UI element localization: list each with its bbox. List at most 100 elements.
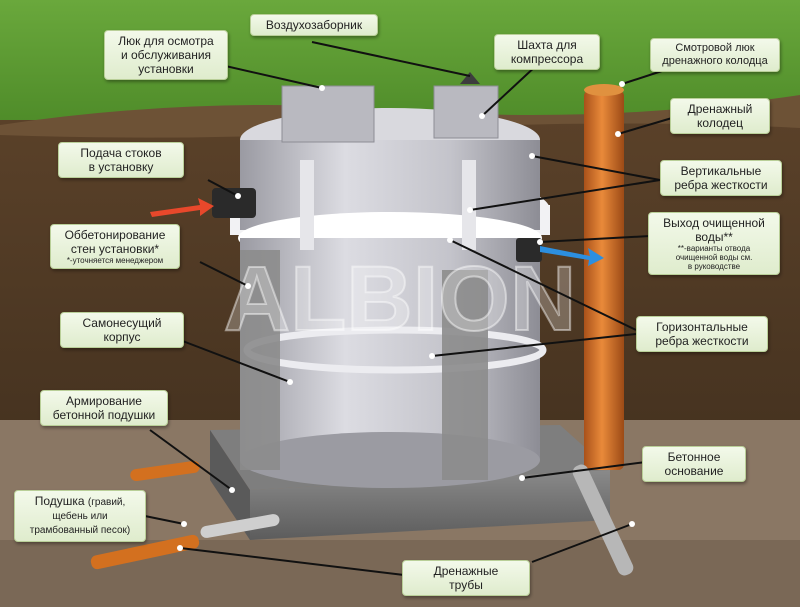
- label-drain-pipes: Дренажные трубы: [402, 560, 530, 596]
- label-concreting: Оббетонирование стен установки* *-уточня…: [50, 224, 180, 269]
- label-cushion-line1: Подушка (гравий,: [21, 494, 139, 510]
- leader-concrete-base: [521, 461, 647, 479]
- leader-outflow: [539, 235, 651, 243]
- leader-drain-hatch: [621, 69, 666, 85]
- drain-well-cap: [584, 84, 624, 96]
- drainage-pipes: [90, 460, 634, 576]
- leader-body: [179, 339, 291, 383]
- flow-arrows: [150, 198, 604, 266]
- label-vertical-ribs: Вертикальные ребра жесткости: [660, 160, 782, 196]
- label-body-line2: корпус: [103, 330, 141, 344]
- leader-concreting: [199, 261, 249, 287]
- leader-air-intake: [311, 41, 471, 77]
- dot-ribs-1: [529, 153, 535, 159]
- label-cushion-line2: щебень или: [52, 511, 108, 522]
- label-concrete-base-line1: Бетонное: [667, 450, 721, 464]
- watermark-text: ALBION: [224, 248, 577, 350]
- label-hatch: Люк для осмотра и обслуживания установки: [104, 30, 228, 80]
- leader-reinforcement: [149, 429, 233, 491]
- leader-vertical-ribs-2: [469, 179, 661, 211]
- label-drain-hatch-line1: Смотровой люк: [675, 42, 755, 54]
- label-hatch-line3: установки: [138, 62, 194, 76]
- label-cushion-line3: трамбованный песок): [29, 525, 131, 536]
- label-concreting-line1: Оббетонирование: [64, 228, 166, 242]
- leader-horizontal-ribs-2: [431, 333, 637, 357]
- label-inflow-line1: Подача стоков: [80, 146, 162, 160]
- label-air-intake: Воздухозаборник: [250, 14, 378, 36]
- vertical-rib-right: [462, 160, 476, 250]
- dot-concreting: [245, 283, 251, 289]
- drain-well: [584, 84, 624, 470]
- label-concreting-line2: стен установки*: [70, 242, 160, 256]
- label-drain-pipes-line2: трубы: [449, 578, 483, 592]
- label-drain-well-line1: Дренажный: [687, 102, 753, 116]
- leader-inflow: [207, 179, 239, 197]
- drain-well-pipe: [584, 90, 624, 470]
- label-concrete-base-line2: основание: [664, 464, 724, 478]
- label-hatch-line1: Люк для осмотра: [118, 34, 214, 48]
- label-horizontal-ribs: Горизонтальные ребра жесткости: [636, 316, 768, 352]
- leader-drain-pipes-1: [179, 547, 405, 576]
- dot-reinforcement: [229, 487, 235, 493]
- label-drain-well: Дренажный колодец: [670, 98, 770, 134]
- label-outflow-line2: воды**: [695, 230, 733, 244]
- dot-drain-hatch: [619, 81, 625, 87]
- label-outflow-note3: в руководстве: [687, 262, 741, 271]
- label-cushion: Подушка (гравий, щебень или трамбованный…: [14, 490, 146, 542]
- label-drain-hatch: Смотровой люк дренажного колодца: [650, 38, 780, 72]
- label-horizontal-ribs-line2: ребра жесткости: [655, 334, 749, 348]
- label-air-intake-line1: Воздухозаборник: [265, 18, 363, 32]
- concrete-base-front: [210, 430, 250, 540]
- dot-hribs-1: [447, 237, 453, 243]
- dot-hribs-2: [429, 353, 435, 359]
- tank-bottom: [240, 432, 540, 488]
- label-concrete-base: Бетонное основание: [642, 446, 746, 482]
- inflow-arrow-icon: [150, 198, 214, 217]
- label-outflow-note1: **-варианты отвода: [677, 244, 751, 253]
- compressor-shaft: [433, 85, 499, 139]
- leader-lines: [139, 41, 673, 576]
- dot-ribs-2: [467, 207, 473, 213]
- leader-vertical-ribs-1: [531, 155, 661, 181]
- dot-drain-1: [177, 545, 183, 551]
- drain-pipe-3: [572, 464, 634, 576]
- label-cushion-paren: (гравий,: [87, 497, 126, 508]
- label-reinforcement: Армирование бетонной подушки: [40, 390, 168, 426]
- inspection-hatch: [281, 85, 375, 143]
- label-body: Самонесущий корпус: [60, 312, 184, 348]
- concrete-wall-right: [442, 270, 488, 480]
- dot-compressor: [479, 113, 485, 119]
- label-reinforcement-line1: Армирование: [66, 394, 142, 408]
- leader-compressor: [481, 63, 539, 117]
- dot-concrete-base: [519, 475, 525, 481]
- label-compressor-line1: Шахта для: [517, 38, 577, 52]
- label-reinforcement-line2: бетонной подушки: [52, 408, 156, 422]
- label-outflow: Выход очищенной воды** **-варианты отвод…: [648, 212, 780, 275]
- drain-pipe-1: [90, 534, 200, 570]
- dot-outflow: [537, 239, 543, 245]
- label-body-line1: Самонесущий: [82, 316, 162, 330]
- dot-body: [287, 379, 293, 385]
- dot-inflow: [235, 193, 241, 199]
- leader-drain-pipes-2: [531, 523, 633, 563]
- leader-cushion: [139, 514, 185, 525]
- label-vertical-ribs-line1: Вертикальные: [680, 164, 762, 178]
- drain-pipe-4: [200, 514, 280, 538]
- label-outflow-note2: очищенной воды см.: [675, 253, 753, 262]
- label-horizontal-ribs-line1: Горизонтальные: [656, 320, 748, 334]
- label-compressor-shaft: Шахта для компрессора: [494, 34, 600, 70]
- label-inflow-line2: в установку: [88, 160, 154, 174]
- dot-hatch: [319, 85, 325, 91]
- leader-dots: [177, 81, 635, 551]
- label-vertical-ribs-line2: ребра жесткости: [674, 178, 768, 192]
- label-concreting-note: *-уточняется менеджером: [66, 256, 164, 265]
- inflow-pipe: [212, 188, 256, 218]
- leader-horizontal-ribs-1: [449, 239, 637, 331]
- outflow-pipe: [516, 238, 542, 262]
- leader-drain-well: [617, 117, 673, 135]
- dot-drain-well: [615, 131, 621, 137]
- air-intake-icon: [460, 72, 480, 84]
- dot-cushion: [181, 521, 187, 527]
